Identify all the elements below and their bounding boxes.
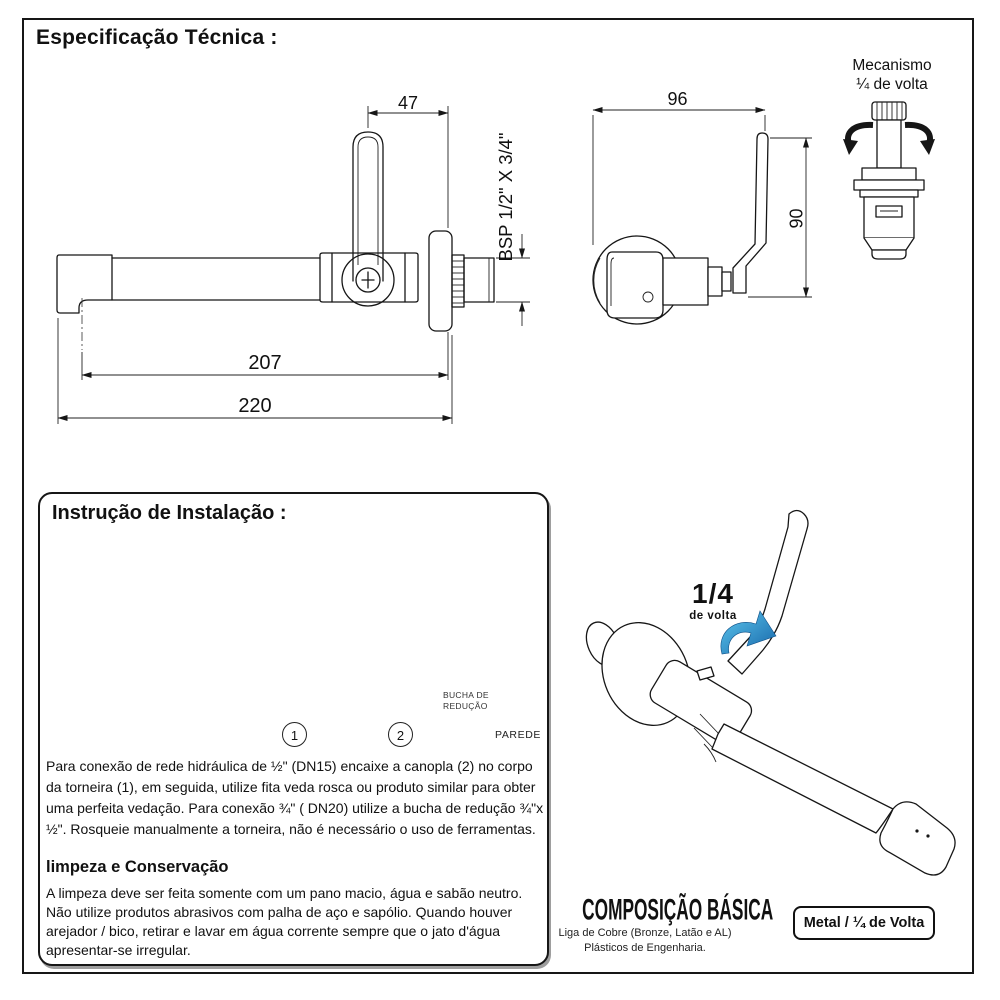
composition-line2: Plásticos de Engenharia. — [584, 942, 706, 954]
quarter-turn-big-text: 1/4 — [692, 578, 734, 609]
dim-220 — [57, 318, 453, 424]
composition-line1: Liga de Cobre (Bronze, Latão e AL) — [558, 927, 732, 939]
rotation-arrows — [843, 121, 935, 155]
dim-bsp-text: BSP 1/2" X 3/4" — [495, 132, 516, 262]
nipple-front — [707, 266, 723, 297]
bucha-label-line2: REDUÇÃO — [443, 701, 488, 711]
dim-96-text: 96 — [667, 89, 688, 109]
dim-207-text: 207 — [248, 352, 282, 374]
perspective-nut — [693, 713, 720, 763]
handle-lever — [352, 131, 384, 282]
dim-96 — [592, 107, 766, 245]
mechanism-label-line2: ¼ de volta — [856, 76, 928, 93]
mechanism-label-line1: Mecanismo — [852, 57, 932, 74]
body-front — [606, 251, 664, 319]
quarter-turn-small-text: de volta — [689, 610, 737, 622]
front-view-drawing — [592, 107, 812, 325]
spec-title: Especificação Técnica : — [36, 26, 278, 49]
cleaning-paragraph: A limpeza deve ser feita somente com um … — [46, 885, 523, 958]
handle-screw — [355, 267, 381, 293]
part-number-1: 1 — [282, 722, 307, 747]
perspective-view-drawing — [585, 509, 956, 876]
quarter-turn-arrow-icon — [720, 610, 777, 655]
valve-body — [319, 252, 419, 303]
perspective-valve — [649, 659, 753, 746]
valve-front — [662, 257, 709, 306]
thread-side — [451, 254, 465, 308]
cartridge-drawing — [843, 101, 935, 260]
composition-title: COMPOSIÇÃO BÁSICA — [582, 893, 774, 927]
cartridge-flange2 — [853, 179, 925, 191]
dim-207 — [81, 332, 449, 380]
perspective-outlet — [879, 801, 956, 876]
dim-47-text: 47 — [397, 93, 419, 113]
cleaning-title: limpeza e Conservação — [46, 858, 229, 876]
dim-47 — [367, 106, 449, 228]
install-title: Instrução de Instalação : — [52, 502, 287, 524]
part-number-2: 2 — [388, 722, 413, 747]
perspective-spout — [711, 723, 894, 834]
material-badge: Metal / ¼ de Volta — [793, 906, 935, 940]
spout-outlet — [56, 254, 113, 314]
canopla-side — [428, 230, 453, 332]
mechanism-label: Mecanismo ¼ de volta — [833, 56, 951, 94]
install-paragraph: Para conexão de rede hidráulica de ½" (D… — [46, 758, 544, 837]
pivot-boss — [341, 253, 395, 307]
dim-90 — [748, 137, 812, 298]
cartridge-flange1 — [861, 167, 917, 181]
cartridge-stem — [876, 119, 902, 169]
dim-90-text: 90 — [786, 208, 807, 229]
cartridge-window — [875, 205, 903, 218]
nipple-side — [463, 257, 495, 303]
perspective-detail — [696, 666, 715, 681]
bucha-label: BUCHA DE REDUÇÃO — [443, 690, 489, 712]
composition-block: COMPOSIÇÃO BÁSICA Liga de Cobre (Bronze,… — [545, 894, 773, 955]
side-view-drawing — [56, 106, 530, 424]
thread-ridges — [452, 260, 464, 304]
bucha-label-line1: BUCHA DE — [443, 690, 489, 700]
dim-bsp — [496, 234, 530, 326]
wall-label: PAREDE — [495, 729, 541, 741]
page-border — [22, 18, 974, 974]
handle-front — [732, 132, 769, 294]
dim-220-text: 220 — [238, 395, 272, 417]
